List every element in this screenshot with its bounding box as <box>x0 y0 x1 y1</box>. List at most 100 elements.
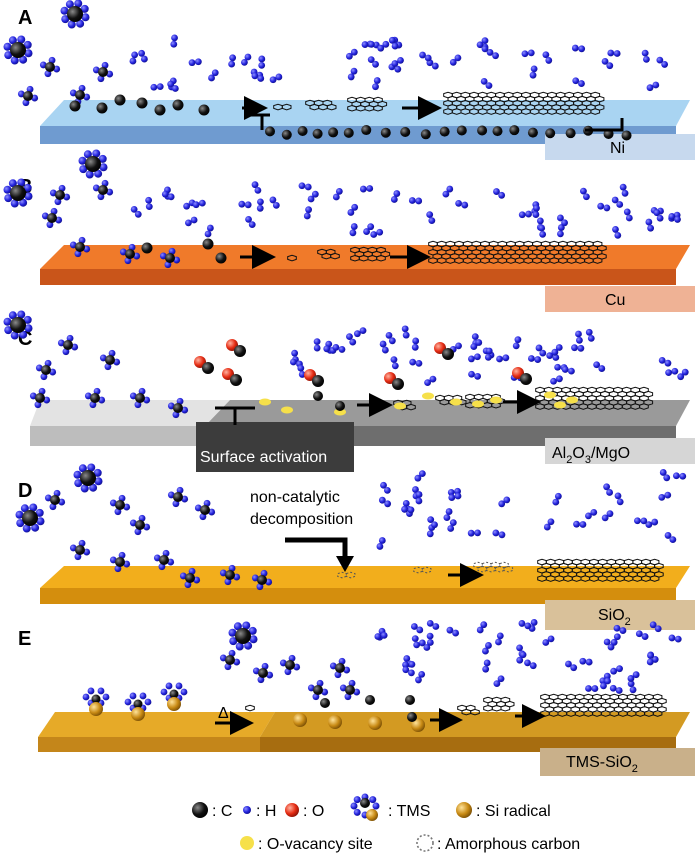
hydrogen-atom <box>24 192 33 201</box>
hydrogen-atom <box>87 463 96 472</box>
hydrogen-atom <box>403 655 411 662</box>
hydrogen-atom <box>629 686 637 694</box>
hydrogen-atom <box>349 338 357 346</box>
hydrogen-atom <box>87 687 95 695</box>
hexagon-ring <box>652 710 663 717</box>
hydrogen-atom <box>257 198 264 206</box>
hydrogen-atom <box>304 183 312 191</box>
process-arrows-c <box>215 390 541 425</box>
hydrogen-atom <box>603 204 611 212</box>
hydrogen-atom <box>615 687 623 694</box>
carbon-atom <box>312 128 323 139</box>
hydrogen-atom <box>83 150 92 159</box>
slab-top-c <box>205 400 690 426</box>
substrate-label-sio2: SiO2 <box>598 607 631 628</box>
hydrogen-atom <box>109 556 117 564</box>
hydrogen-atom <box>482 647 489 655</box>
hydrogen-atom <box>69 89 77 97</box>
hydrogen-atom <box>376 228 384 236</box>
hydrogen-atom <box>539 230 547 238</box>
hydrogen-atom <box>607 49 615 57</box>
hydrogen-atom <box>181 406 189 414</box>
hydrogen-atom <box>449 58 457 66</box>
hydrogen-atom <box>288 654 296 662</box>
hydrogen-atom <box>54 198 62 206</box>
hydrogen-atom <box>35 364 43 372</box>
hydrogen-atom <box>257 75 265 82</box>
hydrogen-atom <box>529 662 537 670</box>
hydrogen-atom <box>167 491 175 499</box>
hydrogen-atom-icon <box>243 806 251 814</box>
hydrogen-atom <box>492 52 499 60</box>
vacancy-site <box>334 408 346 416</box>
hydrogen-atom <box>272 201 280 209</box>
carbon-atom <box>115 500 125 510</box>
activation-box <box>196 422 354 472</box>
hydrogen-atom <box>339 684 347 692</box>
hydrogen-atom <box>98 154 107 163</box>
hydrogen-atom <box>530 619 538 626</box>
carbon-atom <box>361 125 372 136</box>
hydrogen-atom <box>79 165 88 174</box>
hydrogen-atom <box>474 353 481 361</box>
substrate-label-al2o3-mgo: Al2O3/MgO <box>552 445 630 466</box>
hydrogen-atom <box>572 77 580 85</box>
carbon-atom <box>234 345 246 357</box>
hydrogen-atom <box>408 660 416 668</box>
substrate-tag-b <box>545 286 695 312</box>
hydrogen-atom <box>254 187 262 194</box>
hydrogen-atom <box>46 221 54 229</box>
hydrogen-atom <box>363 228 370 235</box>
hydrogen-atom <box>329 662 337 670</box>
hydrogen-atom <box>22 99 30 107</box>
hydrogen-atom <box>10 56 19 65</box>
process-arrows-a <box>242 96 624 132</box>
hydrogen-atom <box>374 633 382 640</box>
hydrogen-atom <box>44 494 52 502</box>
hydrogen-atom <box>529 71 537 79</box>
hydrogen-atom <box>289 358 297 366</box>
carbon-atom <box>63 340 73 350</box>
hydrogen-atom <box>677 373 685 381</box>
hydrogen-atom <box>606 510 614 518</box>
hydrogen-atom <box>467 529 475 537</box>
hexagon-ring <box>483 704 493 712</box>
hydrogen-atom <box>361 41 369 48</box>
hydrogen-atom <box>372 83 379 91</box>
hydrogen-atom <box>426 632 434 640</box>
carbon-atom <box>135 393 145 403</box>
hydrogen-atom <box>194 504 202 512</box>
hexagon-ring <box>486 565 496 573</box>
hexagon-ring <box>494 565 505 573</box>
vacancy-sites-c <box>259 391 578 416</box>
hydrogen-atom <box>74 250 82 258</box>
hydrogen-atom <box>424 379 431 387</box>
hydrogen-atom <box>80 4 89 13</box>
hydrogen-atom <box>402 661 409 669</box>
carbon-atom <box>173 492 183 502</box>
hydrogen-atom <box>625 214 633 222</box>
hydrogen-atom <box>78 464 87 473</box>
hydrogen-atom <box>475 339 483 346</box>
hydrogen-atom <box>402 499 410 507</box>
hydrogen-atom <box>547 518 555 526</box>
hydrogen-atom <box>578 80 585 87</box>
hydrogen-atom <box>502 354 510 362</box>
carbon-atom <box>85 156 101 172</box>
carbon-atom <box>75 90 85 100</box>
hydrogen-atom <box>485 347 493 355</box>
hydrogen-atom <box>550 377 557 385</box>
hydrogen-atom <box>614 231 622 239</box>
hydrogen-atom <box>668 213 676 220</box>
hydrogen-atom <box>546 352 554 360</box>
carbon-atom <box>10 185 26 201</box>
si-radical <box>89 702 103 716</box>
hydrogen-atom <box>448 494 456 501</box>
hydrogen-atom <box>150 83 158 91</box>
vacancy-site <box>422 392 434 400</box>
hydrogen-atom <box>552 498 560 506</box>
hydrogen-atom <box>627 680 635 688</box>
hydrogen-atom <box>587 334 595 342</box>
hydrogen-atom <box>168 247 176 255</box>
hydrogen-atom <box>108 349 116 357</box>
